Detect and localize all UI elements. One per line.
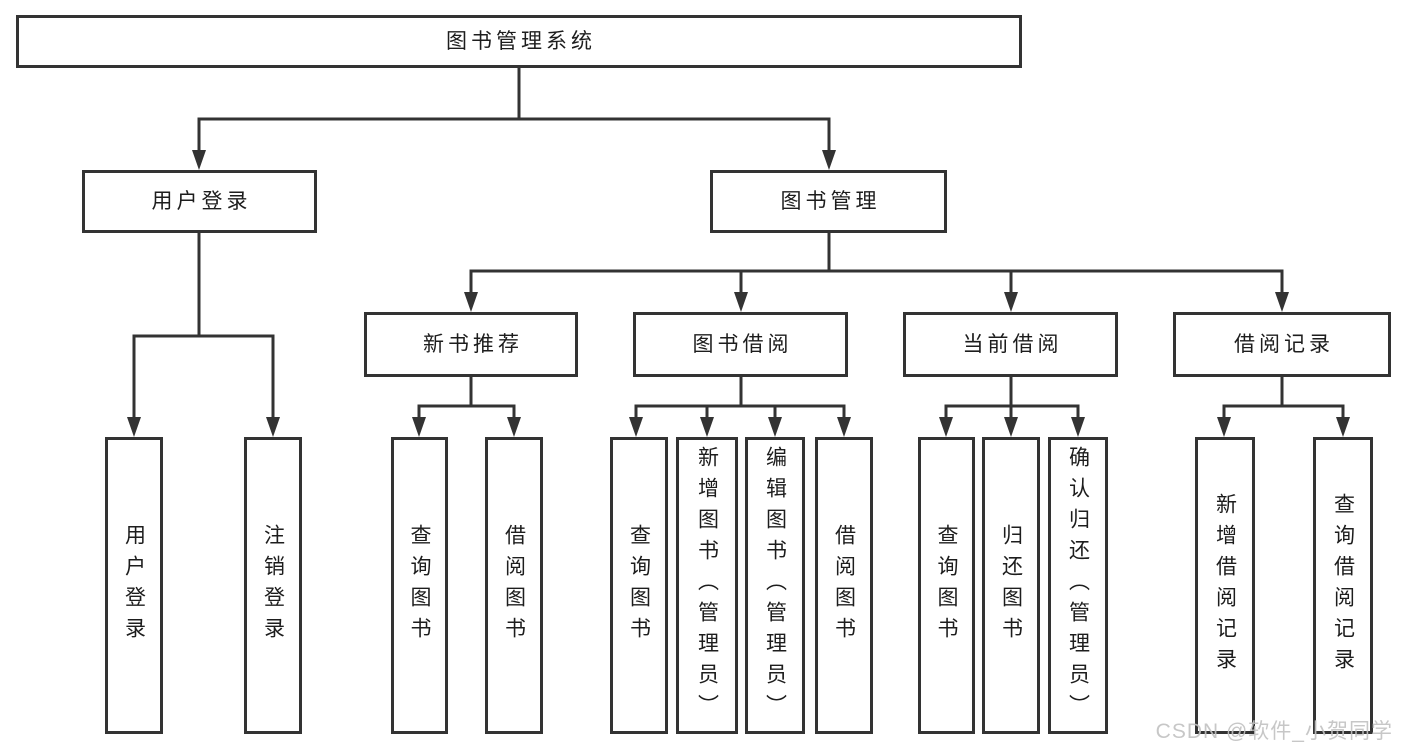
node-library-management-system: 图书管理系统: [16, 15, 1022, 68]
node-current-borrowing: 当前借阅: [903, 312, 1118, 377]
arrowhead-icon: [507, 417, 521, 437]
node-label: 新书推荐: [423, 333, 523, 356]
node-label: 新增借阅记录: [1213, 492, 1237, 679]
arrowhead-icon: [1004, 417, 1018, 437]
node-label: 新增图书（管理员）: [695, 446, 719, 725]
node-query-books-2: 查询图书: [610, 437, 668, 734]
node-logout: 注销登录: [244, 437, 302, 734]
node-label: 用户登录: [151, 190, 252, 213]
node-label: 借阅记录: [1234, 333, 1334, 356]
arrowhead-icon: [412, 417, 426, 437]
node-label: 查询图书: [627, 523, 651, 648]
node-label: 注销登录: [261, 523, 285, 648]
arrowhead-icon: [127, 417, 141, 437]
arrowhead-icon: [939, 417, 953, 437]
node-new-book-recommendation: 新书推荐: [364, 312, 578, 377]
arrowhead-icon: [1275, 292, 1289, 312]
node-user-login: 用户登录: [82, 170, 317, 233]
node-query-books-3: 查询图书: [918, 437, 975, 734]
arrowhead-icon: [822, 150, 836, 170]
node-query-books-1: 查询图书: [391, 437, 448, 734]
node-label: 图书管理: [780, 190, 881, 213]
node-add-books-admin: 新增图书（管理员）: [676, 437, 738, 734]
node-book-borrowing: 图书借阅: [633, 312, 848, 377]
node-label: 借阅图书: [832, 523, 856, 648]
node-label: 编辑图书（管理员）: [763, 446, 787, 725]
arrowhead-icon: [266, 417, 280, 437]
arrowhead-icon: [700, 417, 714, 437]
arrowhead-icon: [1071, 417, 1085, 437]
arrowhead-icon: [1004, 292, 1018, 312]
node-label: 查询图书: [408, 523, 431, 648]
watermark-text: CSDN @软件_小贺同学: [1155, 720, 1393, 743]
arrowhead-icon: [837, 417, 851, 437]
node-user-login-leaf: 用户登录: [105, 437, 163, 734]
node-return-books: 归还图书: [982, 437, 1040, 734]
node-query-borrowing-record: 查询借阅记录: [1313, 437, 1373, 734]
node-confirm-return-admin: 确认归还（管理员）: [1048, 437, 1108, 734]
node-label: 图书管理系统: [446, 30, 596, 53]
node-add-borrowing-record: 新增借阅记录: [1195, 437, 1255, 734]
arrowhead-icon: [1336, 417, 1350, 437]
node-label: 归还图书: [999, 523, 1023, 648]
node-borrow-books-2: 借阅图书: [815, 437, 873, 734]
arrowhead-icon: [1217, 417, 1231, 437]
node-label: 图书借阅: [692, 333, 793, 356]
node-borrowing-records: 借阅记录: [1173, 312, 1391, 377]
arrowhead-icon: [464, 292, 478, 312]
node-label: 用户登录: [122, 523, 146, 648]
node-edit-books-admin: 编辑图书（管理员）: [745, 437, 805, 734]
node-label: 当前借阅: [962, 333, 1063, 356]
node-book-management: 图书管理: [710, 170, 947, 233]
arrowhead-icon: [629, 417, 643, 437]
arrowhead-icon: [734, 292, 748, 312]
node-borrow-books-1: 借阅图书: [485, 437, 543, 734]
node-label: 查询图书: [935, 523, 958, 648]
node-label: 借阅图书: [502, 523, 526, 648]
arrowhead-icon: [768, 417, 782, 437]
arrowhead-icon: [192, 150, 206, 170]
node-label: 确认归还（管理员）: [1066, 446, 1090, 725]
node-label: 查询借阅记录: [1331, 492, 1355, 679]
